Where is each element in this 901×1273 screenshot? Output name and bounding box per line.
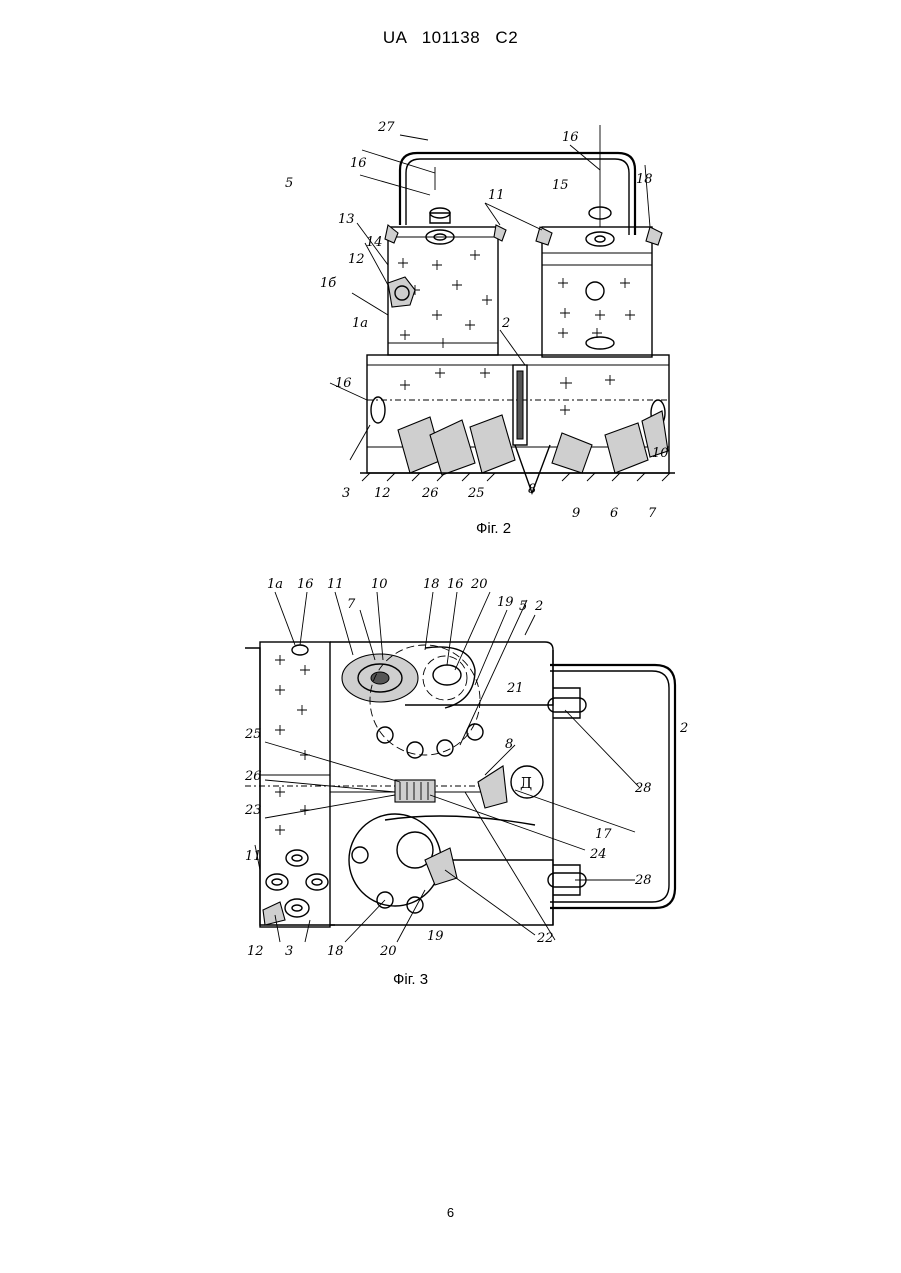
label: 8	[528, 482, 536, 497]
cross-marks-lower	[400, 368, 615, 415]
cross-marks-fig3	[275, 655, 310, 835]
figure-2-caption: Фіг. 2	[476, 520, 511, 537]
label: 6	[610, 506, 618, 520]
label: 2	[501, 316, 510, 331]
label: 2	[534, 599, 543, 614]
label: 28	[634, 781, 652, 796]
figure-2-drawing: 27 16 16 5 15 18 11 13 14 12 1б 1а 2 16 …	[270, 115, 690, 520]
label: 25	[467, 486, 485, 501]
label: 16	[297, 577, 314, 592]
label: 1а	[352, 316, 368, 331]
label: 20	[379, 944, 397, 959]
cross-marks-right-block	[558, 278, 635, 338]
label: 10	[371, 577, 388, 592]
label: 19	[427, 929, 444, 944]
label: 23	[244, 803, 262, 818]
label: 18	[423, 577, 440, 592]
label: 11	[488, 188, 505, 203]
label: 14	[366, 235, 383, 250]
label: 12	[374, 486, 391, 501]
label: 18	[327, 944, 344, 959]
label: 25	[244, 727, 262, 742]
label: 21	[506, 681, 524, 696]
label: 24	[589, 847, 607, 862]
label: 3	[285, 944, 293, 959]
label: 16	[350, 156, 367, 171]
label: 11	[327, 577, 344, 592]
label: 22	[536, 931, 554, 946]
label: 15	[552, 178, 569, 193]
figure-3-drawing: Д 1а 16 11 7 10 18 16 20 19 5 2 27 21 25…	[235, 570, 690, 970]
label: 7	[648, 506, 657, 520]
label: 8	[505, 737, 513, 752]
label: 18	[636, 172, 653, 187]
label: 1а	[267, 577, 283, 592]
label: 20	[470, 577, 488, 592]
page-number: 6	[0, 1205, 901, 1220]
label: 12	[348, 252, 365, 267]
label: 9	[572, 506, 580, 520]
label: 27	[377, 120, 395, 135]
label: 13	[338, 212, 355, 227]
label: 17	[595, 827, 612, 842]
label: 27	[679, 721, 690, 736]
label: 26	[244, 769, 262, 784]
label: 28	[634, 873, 652, 888]
label: 3	[342, 486, 350, 501]
label: 19	[497, 595, 514, 610]
label: 16	[335, 376, 352, 391]
label: 5	[285, 176, 293, 191]
label: 16	[562, 130, 579, 145]
label: 7	[347, 597, 356, 612]
label: 26	[421, 486, 439, 501]
figure-3-caption: Фіг. 3	[393, 971, 428, 988]
label: 12	[247, 944, 264, 959]
label: 11	[245, 849, 262, 864]
label: 10	[652, 446, 669, 461]
label: Д	[520, 774, 532, 792]
label: 1б	[320, 276, 336, 291]
patent-header: UA 101138 C2	[0, 28, 901, 48]
label: 5	[519, 599, 527, 614]
label: 16	[447, 577, 464, 592]
